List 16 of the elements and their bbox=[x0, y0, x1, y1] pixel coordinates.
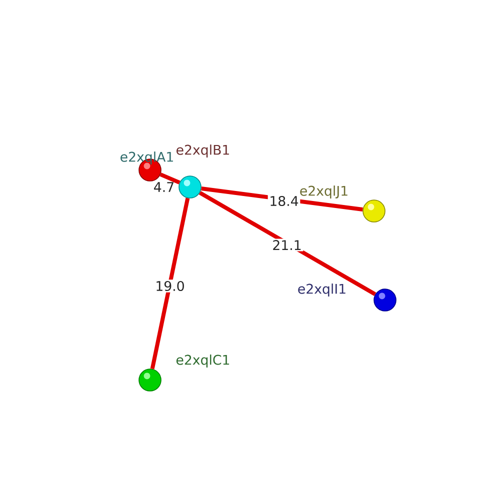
distance-label: 4.7 bbox=[154, 182, 174, 192]
distance-label: 18.4 bbox=[268, 194, 300, 208]
node-label: e2xqlB1 bbox=[176, 144, 229, 158]
node-label: e2xqlC1 bbox=[176, 354, 230, 368]
distance-label: 19.0 bbox=[154, 280, 186, 292]
sphere bbox=[362, 200, 386, 222]
sphere bbox=[178, 176, 202, 198]
connector-line bbox=[198, 190, 376, 296]
node-label: e2xqlJ1 bbox=[300, 186, 348, 198]
sphere bbox=[374, 288, 396, 312]
connector-line bbox=[150, 198, 190, 370]
node-label: e2xqlI1 bbox=[298, 284, 346, 296]
connector-line bbox=[160, 172, 180, 184]
sphere bbox=[138, 368, 162, 392]
distance-label: 21.1 bbox=[270, 238, 304, 252]
node-label: e2xqlA1 bbox=[120, 152, 173, 164]
